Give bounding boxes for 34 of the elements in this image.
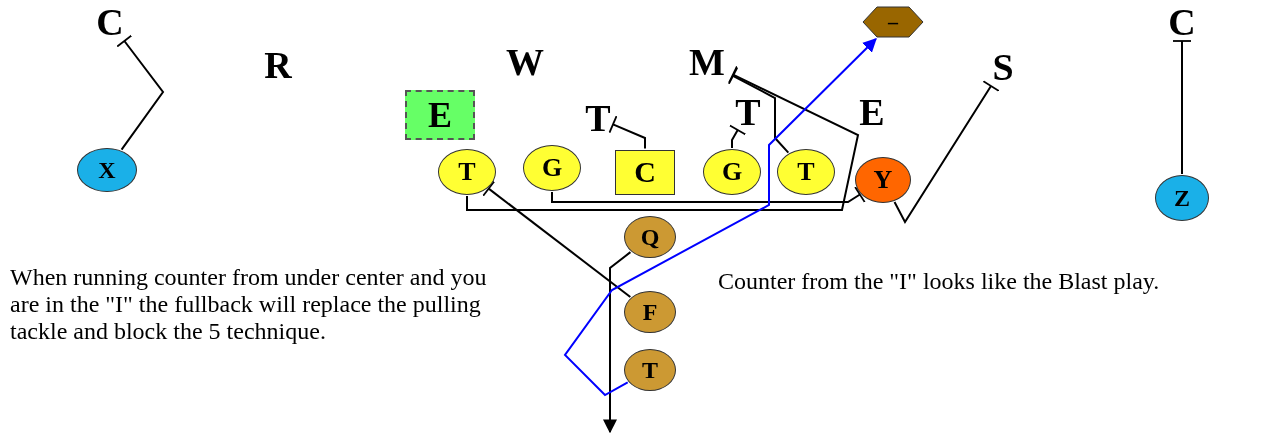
player-circle: X: [77, 148, 137, 192]
player-circle: Y: [855, 157, 911, 203]
position-letter: T: [732, 95, 764, 129]
position-letter: R: [260, 47, 296, 83]
note-text: When running counter from under center and you are in the "I" the fullback will replace the pulling tackle and block the 5 technique.: [10, 264, 488, 345]
position-letter: E: [854, 95, 890, 129]
block-line: [551, 186, 866, 204]
route-arrow: [603, 251, 632, 434]
position-letter: T: [584, 101, 612, 135]
block-line: [727, 66, 790, 154]
player-circle: Z: [1155, 175, 1209, 221]
block-line: [116, 34, 165, 151]
player-circle: F: [624, 291, 676, 333]
player-box: E: [405, 90, 475, 140]
hexagon-marker: –: [862, 6, 924, 38]
position-letter: W: [500, 44, 550, 80]
position-letter: M: [682, 44, 732, 80]
block-line: [893, 80, 1000, 224]
block-line: [466, 65, 860, 211]
route-arrow: [563, 38, 877, 397]
block-line: [1172, 40, 1192, 175]
player-circle: G: [523, 145, 581, 191]
player-circle: G: [703, 149, 761, 195]
note-text: Counter from the "I" looks like the Blast play.: [718, 268, 1161, 295]
player-circle: T: [438, 149, 496, 195]
block-line: [608, 115, 646, 150]
position-letter: C: [94, 4, 126, 40]
player-circle: T: [624, 349, 676, 391]
player-circle: Q: [624, 216, 676, 258]
block-line: [729, 124, 747, 149]
player-square: C: [615, 149, 675, 195]
position-letter: C: [1166, 4, 1198, 40]
player-circle: T: [777, 149, 835, 195]
position-letter: S: [985, 49, 1021, 85]
